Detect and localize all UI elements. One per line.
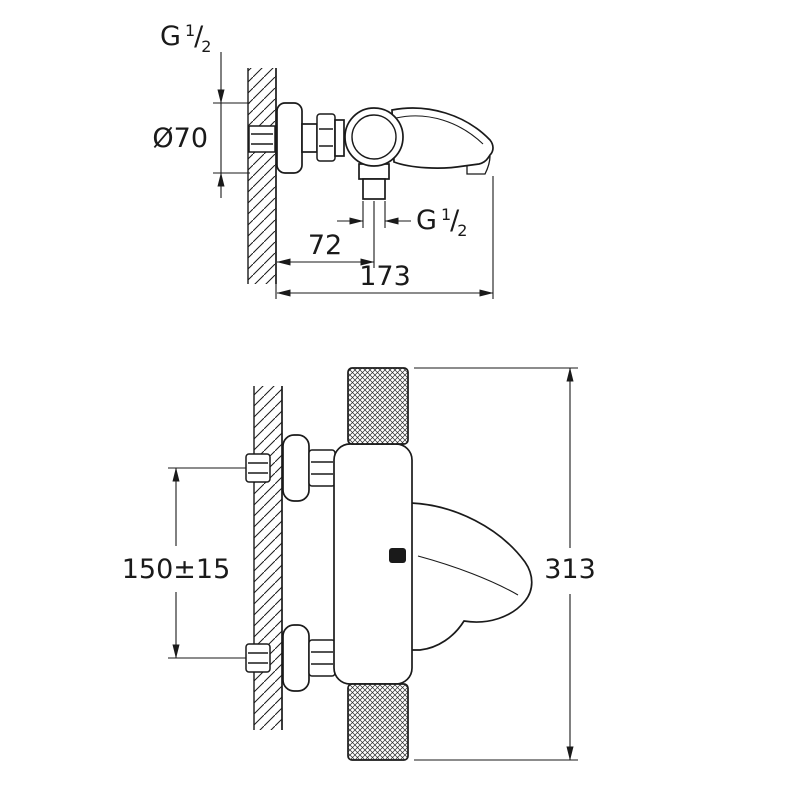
dim-thread-and-diameter [213,52,250,198]
escutcheon-lower [282,624,310,692]
outlet-pipe [362,178,386,200]
handle-lower [347,683,409,761]
body-column [333,443,413,685]
dim-thread-spout [337,201,411,228]
dim-label-72: 72 [308,230,342,261]
union-nut-upper [308,449,336,487]
dim-label-313: 313 [544,554,596,585]
supply-nut-lower [245,643,271,673]
union-nut-top-view [316,113,336,162]
mixer-side-view [276,102,494,200]
wall-section-front [253,386,283,730]
union-nut-lower [308,639,336,677]
body-cap-inner [351,114,397,160]
dim-label-150: 150±15 [122,554,231,585]
escutcheon-upper [282,434,310,502]
dim-spacing-150 [168,467,246,659]
front-view: 150±15 313 [122,367,596,761]
wall-section-top [247,68,277,284]
washer-ring [334,119,345,157]
spout-front-inner-line [417,555,519,596]
dim-height-313 [414,367,578,761]
supply-nut-top-view [248,125,276,153]
dim-label-flange-diameter: Ø70 [152,123,208,154]
connector-pipe [301,123,318,153]
wall-escutcheon [276,102,303,174]
logo-mark [389,548,406,563]
aerator [466,155,491,175]
dim-depth-173 [275,176,494,299]
dim-offset-72 [276,201,375,268]
handle-upper [347,367,409,445]
spout-front-view [410,502,533,651]
body-cap-outer [344,107,404,167]
spout-profile [391,107,494,169]
spout-inner-line [395,115,484,145]
dim-label-173: 173 [359,261,411,292]
supply-nut-upper [245,453,271,483]
